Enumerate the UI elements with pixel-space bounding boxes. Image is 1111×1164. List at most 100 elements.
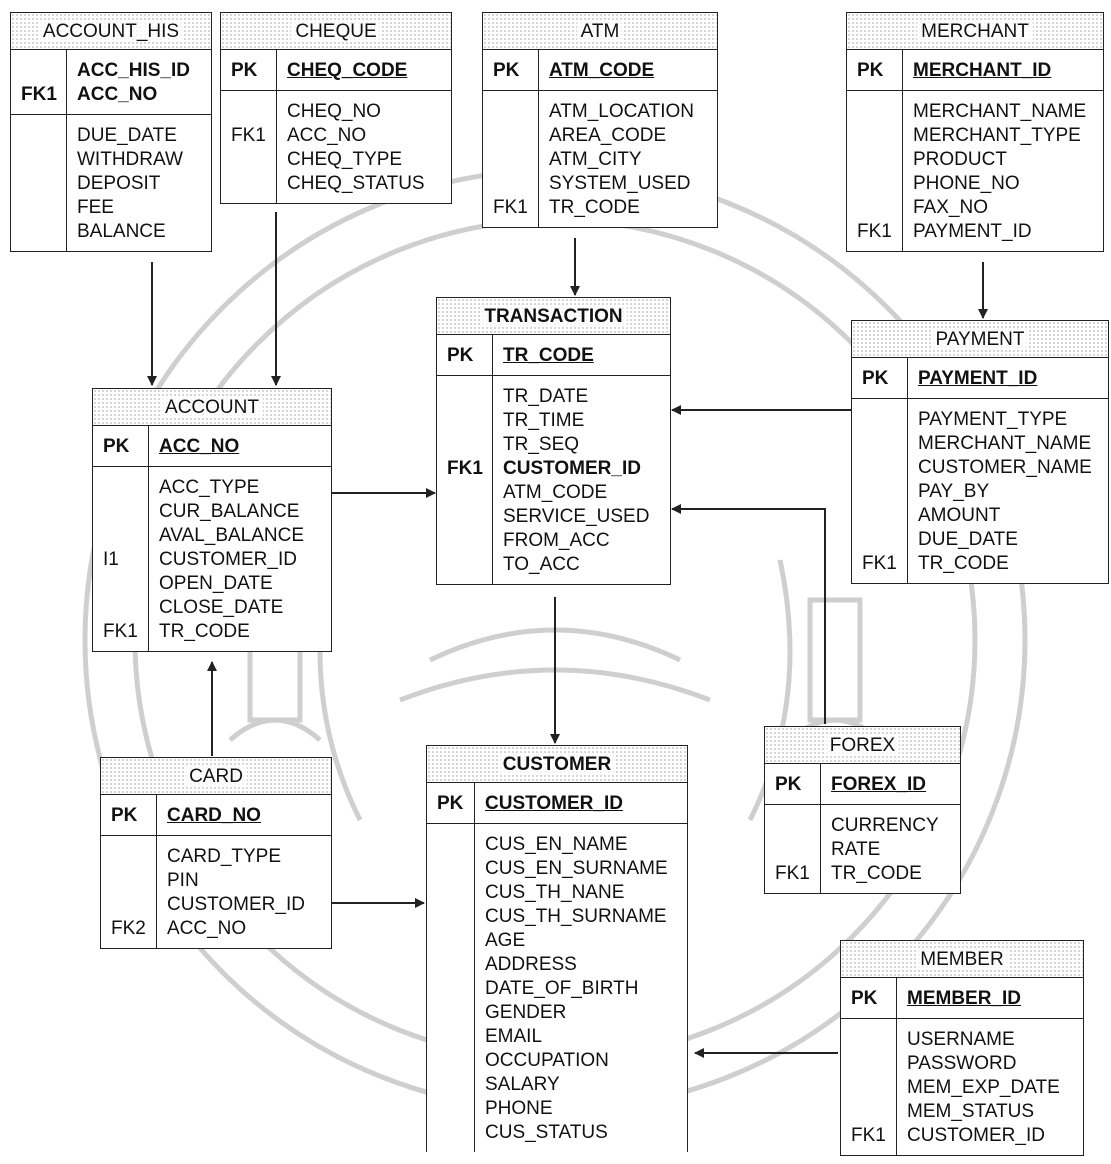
key-section: PK MERCHANT_ID [847,50,1103,91]
column-name: AGE [485,930,526,951]
column-name: CLOSE_DATE [159,597,284,618]
key-label [862,408,907,432]
column-name: CUSTOMER_ID [503,458,641,479]
key-label [437,857,474,881]
key-label [857,124,902,148]
entity-atm: ATM PK ATM_CODE FK1 ATM_LOCATION AREA_CO… [482,12,718,228]
column-name: GENDER [485,1002,567,1023]
entity-title: TRANSACTION [437,298,670,335]
key-label [437,1025,474,1049]
key-label [862,480,907,504]
key-label: PK [775,774,802,795]
key-label [437,1049,474,1073]
key-label: I1 [103,549,119,570]
attribute-section: FK1 PAYMENT_TYPE MERCHANT_NAME CUSTOMER_… [852,399,1108,583]
column-name: CUSTOMER_ID [159,549,297,570]
key-section: PK ATM_CODE [483,50,717,91]
column-name: AVAL_BALANCE [159,525,305,546]
primary-key-column: CUSTOMER_ID [485,793,623,814]
key-label: PK [493,60,520,81]
key-label [862,432,907,456]
column-name: CUS_STATUS [485,1122,608,1143]
column-name: CUSTOMER_NAME [918,457,1092,478]
attribute-section: FK1 ATM_LOCATION AREA_CODE ATM_CITY SYST… [483,91,717,227]
key-label [437,833,474,857]
key-label: FK1 [775,863,810,884]
column-name: SERVICE_USED [503,506,650,527]
key-label: PK [862,368,889,389]
key-label [447,409,492,433]
column-name: MERCHANT_NAME [918,433,1092,454]
column-name: CHEQ_TYPE [287,149,403,170]
column-name: AREA_CODE [549,125,667,146]
key-label [447,385,492,409]
column-name: ACC_HIS_ID [77,60,190,81]
column-name: ADDRESS [485,954,577,975]
primary-key-column: CHEQ_CODE [287,60,408,81]
key-label: FK1 [857,221,892,242]
attribute-section: FK1 CURRENCY RATE TR_CODE [765,805,960,893]
column-name: FEE [77,197,114,218]
key-label [862,504,907,528]
key-label [493,124,538,148]
column-name: PAYMENT_TYPE [918,409,1068,430]
entity-member: MEMBER PK MEMBER_ID FK1 USERNAME PASSWOR… [840,940,1084,1156]
primary-key-column: FOREX_ID [831,774,927,795]
attribute-section: FK2 CARD_TYPE PIN CUSTOMER_ID ACC_NO [101,836,331,948]
column-name: TR_CODE [159,621,250,642]
key-label [437,929,474,953]
key-section: PK FOREX_ID [765,764,960,805]
column-name: RATE [831,839,881,860]
column-name: PIN [167,870,199,891]
key-label [437,977,474,1001]
key-label [437,881,474,905]
key-section: PK MEMBER_ID [841,978,1083,1019]
column-name: PAYMENT_ID [913,221,1032,242]
key-label [447,433,492,457]
key-section: FK1 ACC_HIS_ID ACC_NO [11,50,211,115]
column-name: DUE_DATE [918,529,1018,550]
key-label [857,172,902,196]
key-label [857,196,902,220]
column-name: AMOUNT [918,505,1001,526]
column-name: ATM_LOCATION [549,101,694,122]
key-label: FK1 [862,553,897,574]
key-label [437,1121,474,1145]
column-name: EMAIL [485,1026,543,1047]
column-name: PHONE_NO [913,173,1020,194]
column-name: CUS_EN_SURNAME [485,858,668,879]
key-label [447,553,492,577]
key-label [231,172,276,196]
primary-key-column: ATM_CODE [549,60,655,81]
key-label [447,529,492,553]
entity-title: ACCOUNT_HIS [11,13,211,50]
key-section: PK TR_CODE [437,335,670,376]
column-name: MERCHANT_NAME [913,101,1087,122]
column-name: SALARY [485,1074,560,1095]
entity-merchant: MERCHANT PK MERCHANT_ID FK1 MERCHANT_NAM… [846,12,1104,252]
column-name: CUSTOMER_ID [907,1125,1045,1146]
column-name: DUE_DATE [77,125,177,146]
column-name: PASSWORD [907,1053,1017,1074]
primary-key-column: MERCHANT_ID [913,60,1052,81]
column-name: MEM_EXP_DATE [907,1077,1060,1098]
key-label [21,220,66,244]
key-label [437,1097,474,1121]
key-label [103,500,148,524]
key-label [862,456,907,480]
column-name: TR_TIME [503,410,585,431]
key-label [437,1001,474,1025]
column-name: CURRENCY [831,815,939,836]
column-name: TR_CODE [549,197,640,218]
key-label [851,1076,896,1100]
key-label [21,124,66,148]
primary-key-column: ACC_NO [159,436,240,457]
key-label: FK1 [851,1125,886,1146]
column-name: ACC_NO [77,84,158,105]
column-name: CUS_TH_SURNAME [485,906,667,927]
primary-key-column: TR_CODE [503,345,594,366]
entity-title: ATM [483,13,717,50]
key-label [231,100,276,124]
entity-card: CARD PK CARD_NO FK2 CARD_TYPE PIN CUSTOM… [100,757,332,949]
column-name: MEM_STATUS [907,1101,1035,1122]
